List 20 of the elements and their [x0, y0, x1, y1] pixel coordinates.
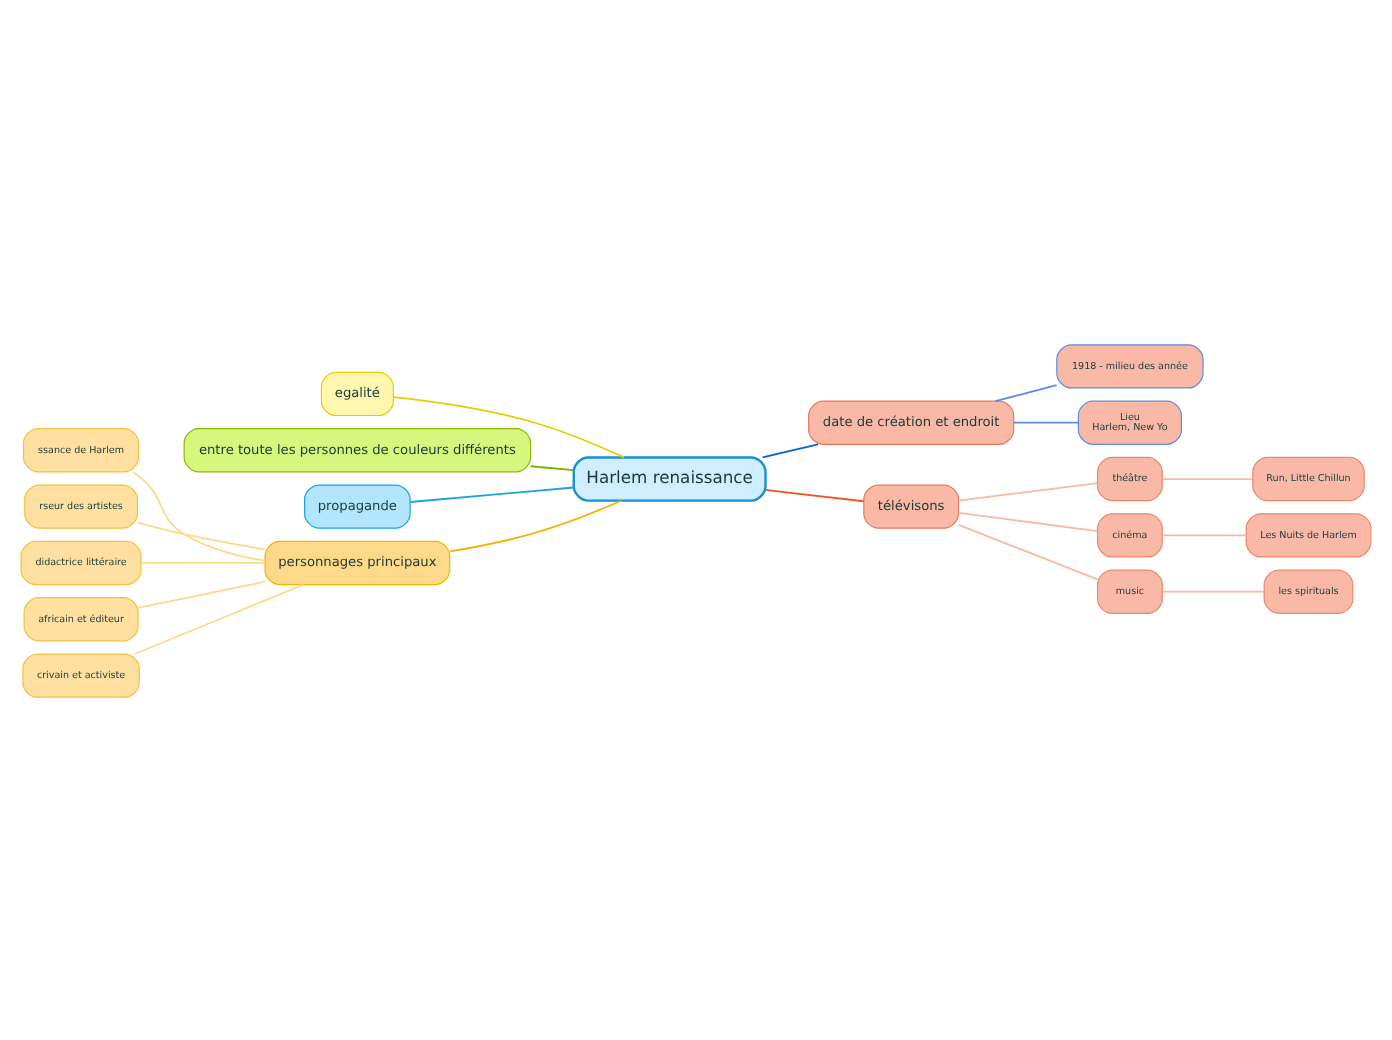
connector	[1013, 420, 1080, 423]
connector	[1161, 589, 1265, 592]
connector	[764, 488, 865, 502]
connector	[957, 481, 1099, 501]
connector	[409, 485, 575, 502]
connector	[449, 498, 623, 552]
connector	[392, 395, 625, 458]
connector	[133, 582, 305, 654]
connector	[1161, 477, 1254, 479]
connector	[761, 442, 819, 458]
connector	[957, 510, 1099, 532]
connector	[137, 579, 266, 608]
connector	[1161, 533, 1248, 536]
connector	[140, 561, 266, 563]
connector	[994, 383, 1058, 401]
connector	[136, 520, 266, 550]
connector	[132, 470, 266, 561]
node-box: Harlem renaissance	[572, 455, 767, 501]
connector	[529, 464, 575, 471]
connector	[957, 522, 1099, 580]
